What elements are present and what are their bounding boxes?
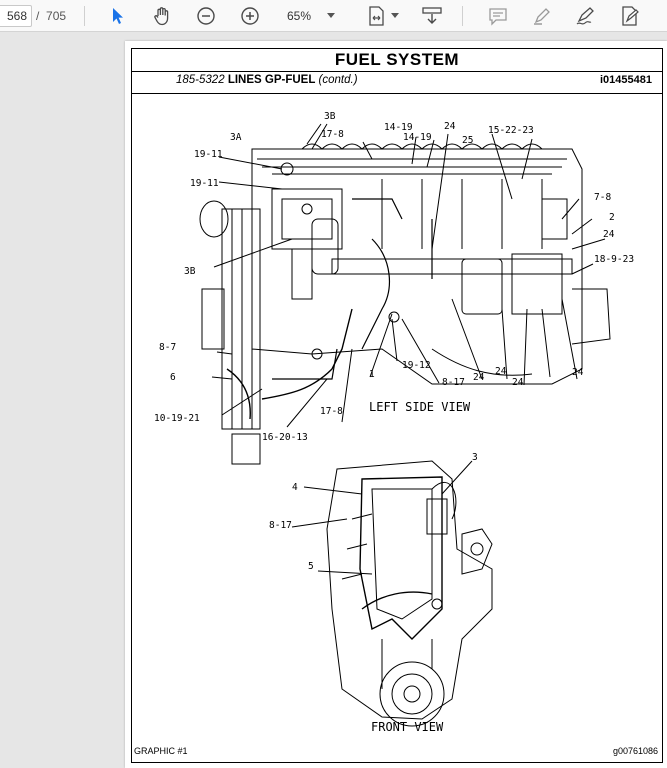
callout-8-17: 8-17	[442, 377, 465, 388]
callout-8-7: 8-7	[159, 342, 177, 353]
front-view-caption: FRONT VIEW	[371, 720, 444, 734]
callout-7-8: 7-8	[594, 192, 612, 203]
zoom-in-button[interactable]	[236, 0, 264, 32]
callout-14-19-b: 14-19	[403, 132, 432, 143]
callout-24-right: 24	[603, 229, 615, 240]
front-view-engine-drawing	[291, 460, 493, 727]
scroll-mode-button[interactable]	[418, 0, 446, 32]
comment-button[interactable]	[484, 0, 512, 32]
highlight-icon	[534, 8, 550, 25]
callout-8-17-front: 8-17	[269, 520, 292, 531]
fill-sign-button[interactable]	[616, 0, 644, 32]
subtitle: 185-5322 LINES GP-FUEL (contd.)	[176, 74, 358, 86]
callout-1: 1	[369, 369, 375, 380]
sign-button[interactable]	[572, 0, 600, 32]
callout-24-d: 24	[572, 367, 584, 378]
hand-tool-button[interactable]	[148, 0, 176, 32]
graphic-label: GRAPHIC #1	[134, 746, 188, 756]
zoom-select[interactable]: 65%	[283, 5, 339, 27]
fit-chevron-icon	[390, 13, 399, 18]
callout-3b-top: 3B	[324, 111, 336, 122]
callout-3a: 3A	[230, 132, 242, 143]
engine-illustration	[199, 123, 611, 727]
subtitle-contd: (contd.)	[318, 74, 358, 86]
callout-3b-left: 3B	[184, 266, 196, 277]
scroll-mode-icon	[422, 7, 442, 24]
highlight-button[interactable]	[528, 0, 556, 32]
page-total: / 705	[36, 9, 66, 23]
callout-24-b: 24	[495, 366, 507, 377]
fit-page-icon	[368, 6, 384, 26]
callout-3-front: 3	[472, 452, 478, 463]
left-side-engine-drawing	[199, 123, 611, 465]
select-tool-button[interactable]	[104, 0, 132, 32]
sign-icon	[576, 7, 594, 25]
zoom-out-icon	[197, 7, 215, 25]
subtitle-bar: 185-5322 LINES GP-FUEL (contd.) i0145548…	[132, 71, 662, 94]
callout-17-8-low: 17-8	[320, 406, 343, 417]
toolbar-divider	[462, 6, 463, 26]
comment-icon	[489, 8, 507, 26]
page-frame: FUEL SYSTEM 185-5322 LINES GP-FUEL (cont…	[131, 48, 663, 763]
subtitle-part-number: 185-5322	[176, 74, 225, 86]
callout-25: 25	[462, 135, 474, 146]
callout-24-top: 24	[444, 121, 456, 132]
zoom-in-icon	[241, 7, 259, 25]
callout-19-12: 19-12	[402, 360, 431, 371]
pdf-toolbar: 568 / 705 65%	[0, 0, 667, 32]
page-number-input[interactable]: 568	[0, 5, 32, 27]
callout-19-11-b: 19-11	[190, 178, 219, 189]
callout-24-c: 24	[512, 377, 524, 388]
total-pages: 705	[46, 9, 67, 23]
callout-19-11-a: 19-11	[194, 149, 223, 160]
graphic-id: g00761086	[612, 746, 658, 756]
callout-5-front: 5	[308, 561, 314, 572]
page-title: FUEL SYSTEM	[132, 49, 662, 72]
subtitle-text: LINES GP-FUEL	[227, 74, 316, 86]
select-arrow-icon	[113, 8, 123, 24]
callout-15-22-23: 15-22-23	[488, 125, 534, 136]
callout-2: 2	[609, 212, 615, 223]
fit-page-button[interactable]	[362, 0, 402, 32]
pdf-page: FUEL SYSTEM 185-5322 LINES GP-FUEL (cont…	[125, 41, 667, 768]
zoom-out-button[interactable]	[192, 0, 220, 32]
callout-17-8-top: 17-8	[321, 129, 344, 140]
callout-24-a: 24	[473, 372, 485, 383]
callout-14-19-a: 14-19	[384, 122, 413, 133]
hand-tool-icon	[154, 7, 169, 26]
left-side-view-caption: LEFT SIDE VIEW	[369, 400, 471, 414]
callout-4-front: 4	[292, 482, 298, 493]
callout-6: 6	[170, 372, 176, 383]
callout-18-9-23: 18-9-23	[594, 254, 635, 265]
toolbar-divider	[84, 6, 85, 26]
page-separator: /	[36, 9, 40, 23]
fill-sign-icon	[622, 6, 639, 26]
reference-id: i01455481	[600, 74, 652, 86]
callout-16-20-13: 16-20-13	[262, 432, 308, 443]
callout-10-19-21: 10-19-21	[154, 413, 200, 424]
chevron-down-icon	[327, 13, 335, 18]
left-panel	[0, 32, 116, 768]
zoom-value: 65%	[287, 9, 312, 23]
